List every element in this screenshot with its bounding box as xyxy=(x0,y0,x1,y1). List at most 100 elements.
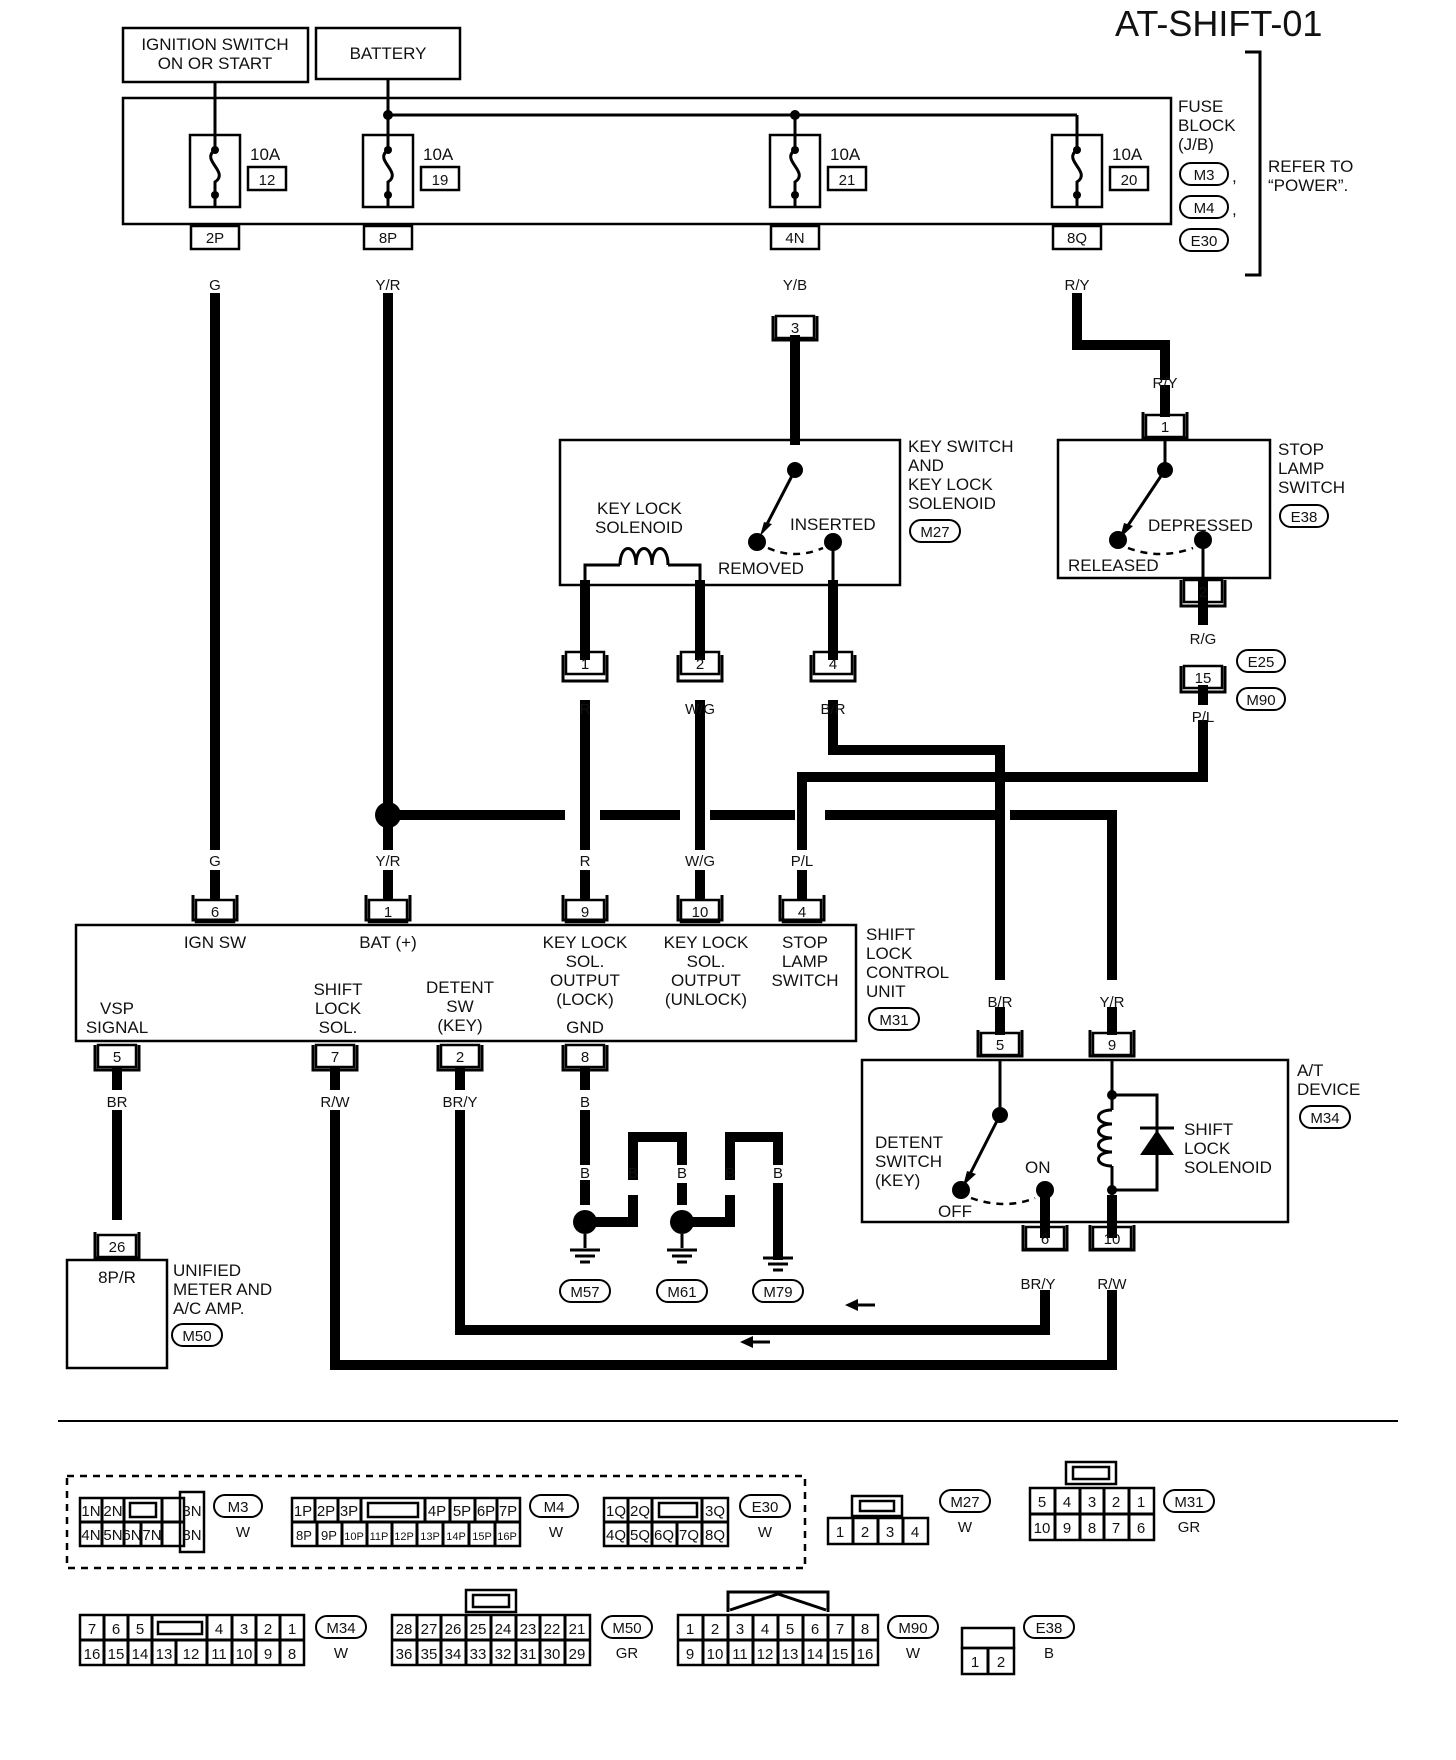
svg-text:29: 29 xyxy=(569,1646,586,1663)
legend-m90: 1 2 3 4 5 6 7 8 9 10 11 12 13 14 15 16 M… xyxy=(676,1590,939,1667)
wire-bry-cu: BR/Y xyxy=(442,1094,477,1111)
at-device-bottom-pins: 6 10 xyxy=(1021,1225,1136,1252)
svg-text:8N: 8N xyxy=(182,1527,201,1544)
ground-symbol-m79 xyxy=(763,1256,793,1272)
key-lock-solenoid-2: SOLENOID xyxy=(595,518,683,537)
svg-text:(KEY): (KEY) xyxy=(437,1016,482,1035)
svg-text:1: 1 xyxy=(836,1524,844,1541)
wire-rw-at: R/W xyxy=(1097,1276,1127,1293)
ground-m61: M61 xyxy=(667,1284,696,1301)
wire-g-cu: G xyxy=(209,853,221,870)
fuse-conn-m3: M3 xyxy=(1194,167,1215,184)
svg-text:5Q: 5Q xyxy=(630,1527,650,1544)
svg-text:SHIFT: SHIFT xyxy=(313,980,362,999)
svg-text:8P: 8P xyxy=(296,1528,312,1543)
fuse-20-rating: 10A xyxy=(1112,145,1143,164)
svg-text:GR: GR xyxy=(616,1645,639,1662)
control-unit-name-4: UNIT xyxy=(866,982,906,1001)
svg-text:1: 1 xyxy=(1161,419,1169,436)
ignition-label-1: IGNITION SWITCH xyxy=(141,35,288,54)
control-unit-top-pins: 6 1 9 10 4 xyxy=(191,895,826,924)
svg-text:3Q: 3Q xyxy=(705,1503,725,1520)
svg-text:5: 5 xyxy=(786,1621,794,1638)
key-lock-solenoid-1: KEY LOCK xyxy=(597,499,682,518)
svg-text:4: 4 xyxy=(829,656,837,673)
at-device-box: DETENT SWITCH (KEY) ON OFF SHIFT LOCK SO… xyxy=(860,1058,1290,1224)
ignition-switch-box: IGNITION SWITCH ON OR START xyxy=(121,26,310,84)
svg-text:M27: M27 xyxy=(950,1494,979,1511)
svg-text:2: 2 xyxy=(861,1524,869,1541)
detent-switch-2: SWITCH xyxy=(875,1152,942,1171)
removed-label: REMOVED xyxy=(718,559,804,578)
shift-lock-control-unit: IGN SW BAT (+) KEY LOCK SOL. OUTPUT (LOC… xyxy=(74,923,858,1043)
meter-pin-26: 26 xyxy=(109,1239,126,1256)
meter-inner-label: 8P/R xyxy=(98,1268,136,1287)
wire-ry-top: R/Y xyxy=(1064,277,1089,294)
svg-text:4N: 4N xyxy=(81,1527,100,1544)
svg-text:12P: 12P xyxy=(394,1531,414,1543)
svg-text:34: 34 xyxy=(445,1646,462,1663)
svg-text:10: 10 xyxy=(692,904,709,921)
at-device-top-pins: 5 9 xyxy=(976,1030,1136,1058)
battery-box: BATTERY xyxy=(314,26,462,81)
ground-m79: M79 xyxy=(763,1284,792,1301)
fuse-12-rating: 10A xyxy=(250,145,281,164)
stop-lamp-switch-box: DEPRESSED RELEASED xyxy=(1056,438,1272,580)
wire-g-top: G xyxy=(209,277,221,294)
refer-to-1: REFER TO xyxy=(1268,157,1353,176)
legend-e38: 1 2 E38 B xyxy=(960,1615,1075,1676)
svg-text:9: 9 xyxy=(264,1646,272,1663)
shift-lock-solenoid-3: SOLENOID xyxy=(1184,1158,1272,1177)
svg-text:1N: 1N xyxy=(81,1503,100,1520)
svg-text:6: 6 xyxy=(112,1621,120,1638)
svg-text:2: 2 xyxy=(456,1049,464,1066)
ign-sw-label: IGN SW xyxy=(184,933,246,952)
shift-lock-solenoid-1: SHIFT xyxy=(1184,1120,1233,1139)
svg-text:1: 1 xyxy=(288,1621,296,1638)
key-switch-name-3: KEY LOCK xyxy=(908,475,993,494)
svg-text:GR: GR xyxy=(1178,1519,1201,1536)
wire-yr-top: Y/R xyxy=(375,277,400,294)
svg-text:KEY LOCK: KEY LOCK xyxy=(664,933,749,952)
fuse-block-name-2: BLOCK xyxy=(1178,116,1236,135)
svg-text:8: 8 xyxy=(861,1621,869,1638)
svg-text:6: 6 xyxy=(1137,1520,1145,1537)
svg-text:4P: 4P xyxy=(428,1503,446,1520)
key-switch-name-2: AND xyxy=(908,456,944,475)
svg-text:M3: M3 xyxy=(228,1499,249,1516)
terminal-2p: 2P xyxy=(206,230,224,247)
meter-connector: M50 xyxy=(182,1328,211,1345)
svg-text:2: 2 xyxy=(696,656,704,673)
ground-section: B B B B B M57 M61 M79 xyxy=(559,1165,804,1303)
svg-text:3: 3 xyxy=(886,1524,894,1541)
svg-text:4Q: 4Q xyxy=(606,1527,626,1544)
svg-text:10: 10 xyxy=(707,1646,724,1663)
detent-switch-3: (KEY) xyxy=(875,1171,920,1190)
fuse-terminals: 2P 8P 4N 8Q xyxy=(189,224,1103,251)
svg-text:7Q: 7Q xyxy=(679,1527,699,1544)
svg-text:13: 13 xyxy=(782,1646,799,1663)
control-unit-name-2: LOCK xyxy=(866,944,913,963)
legend-m31: 5 4 3 2 1 10 9 8 7 6 M31 GR xyxy=(1028,1460,1215,1542)
svg-text:B: B xyxy=(773,1165,783,1182)
svg-text:1: 1 xyxy=(971,1654,979,1671)
fuse-conn-e30: E30 xyxy=(1191,233,1218,250)
svg-text:M90: M90 xyxy=(898,1620,927,1637)
svg-text:W: W xyxy=(334,1645,349,1662)
svg-text:7N: 7N xyxy=(142,1527,161,1544)
direction-arrows xyxy=(740,1299,875,1348)
svg-text:B: B xyxy=(725,1165,735,1182)
svg-text:9: 9 xyxy=(1108,1037,1116,1054)
svg-text:3: 3 xyxy=(791,320,799,337)
fuse-block-name-1: FUSE xyxy=(1178,97,1223,116)
svg-text:2: 2 xyxy=(264,1621,272,1638)
svg-text:M50: M50 xyxy=(612,1620,641,1637)
svg-text:12: 12 xyxy=(757,1646,774,1663)
svg-text:SW: SW xyxy=(446,997,473,1016)
wire-ry-stop: R/Y xyxy=(1152,375,1177,392)
svg-text:5: 5 xyxy=(996,1037,1004,1054)
svg-text:2: 2 xyxy=(1199,584,1207,601)
svg-text:15P: 15P xyxy=(472,1531,492,1543)
svg-text:6N: 6N xyxy=(122,1527,141,1544)
fuse-19: 10A 19 xyxy=(361,133,461,209)
